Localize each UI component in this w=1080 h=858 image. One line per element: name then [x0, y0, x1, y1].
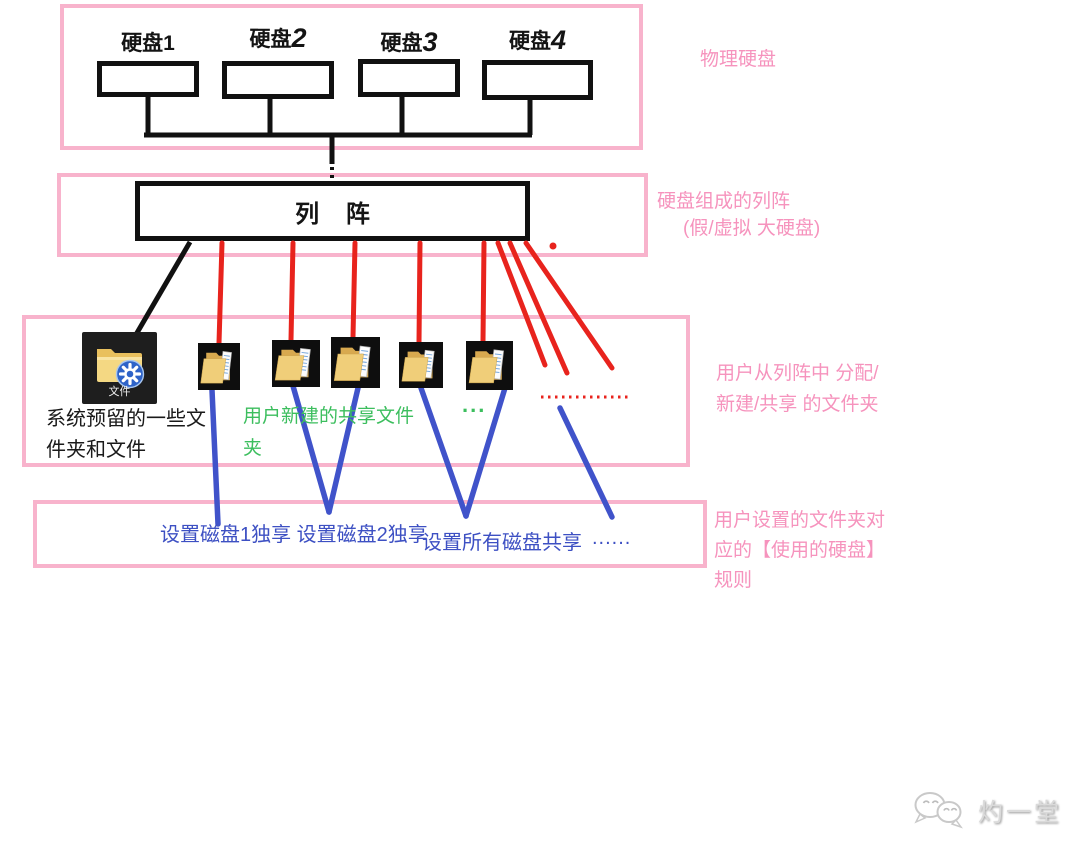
watermark-brand-text: 灼一堂: [978, 799, 1063, 827]
rules-section-box: [33, 500, 707, 568]
caption-rules-line2: 应的【使用的硬盘】: [714, 540, 886, 561]
system-folders-text-line1: 系统预留的一些文: [46, 408, 206, 430]
disk-label-num: 3: [422, 27, 438, 57]
array-box: 列 阵: [135, 181, 530, 241]
caption-folders-line1: 用户从列阵中 分配/: [716, 363, 879, 384]
disk-rect-3: [358, 59, 460, 97]
folder-front: [333, 353, 364, 381]
disk-rect-1: [97, 61, 199, 97]
caption-array-sub: (假/虚拟 大硬盘): [683, 218, 821, 239]
bubble-eyes: [922, 800, 958, 811]
folder-gear-icon: [82, 332, 157, 404]
disk-label-text: 硬盘: [380, 32, 423, 55]
system-folders-text-line2: 件夹和文件: [46, 439, 146, 461]
shared-folder-icon: [331, 337, 380, 388]
disk-label-text: 硬盘: [121, 32, 164, 55]
shared-folder-tile-1: [198, 343, 240, 390]
shared-folders-text: 用户新建的共享文件 夹: [243, 401, 414, 465]
caption-array: 硬盘组成的列阵: [657, 191, 791, 212]
folder-tab: [97, 349, 142, 358]
array-box-label: 列 阵: [295, 200, 380, 228]
folder-front: [200, 358, 227, 384]
caption-rules: 用户设置的文件夹对 应的【使用的硬盘】 规则: [714, 506, 885, 596]
disk-label-1: 硬盘1: [97, 27, 199, 57]
folder-front: [274, 355, 305, 381]
wechat-bubbles-icon: [914, 792, 963, 829]
shared-folder-tile-5: [466, 341, 513, 390]
shared-folder-tile-3: [331, 337, 380, 388]
physical-disks-box: [60, 4, 643, 150]
system-files-icon-label: 文件: [108, 386, 131, 398]
caption-folders: 用户从列阵中 分配/ 新建/共享 的文件夹: [716, 358, 879, 420]
disk-label-text: 硬盘: [249, 28, 292, 51]
folder-body-highlight: [97, 357, 142, 360]
disk-rect-4: [482, 60, 593, 100]
disk-rect-2: [222, 61, 334, 99]
shared-folder-tile-4: [399, 342, 443, 388]
caption-rules-line3: 规则: [714, 570, 753, 591]
folder-front: [401, 357, 429, 382]
rule-label-disk1-disk2-exclusive: 设置磁盘1独享 设置磁盘2独享: [160, 524, 428, 546]
system-folders-text: 系统预留的一些文 件夹和文件: [46, 404, 206, 466]
caption-physical-disks: 物理硬盘: [700, 49, 777, 70]
more-folders-ellipsis: ...: [462, 392, 487, 417]
caption-rules-line1: 用户设置的文件夹对: [714, 510, 886, 531]
shared-folder-icon: [272, 340, 320, 387]
disk-label-text: 硬盘: [508, 30, 551, 53]
disk-label-4: 硬盘4: [482, 24, 593, 55]
shared-folder-tile-2: [272, 340, 320, 387]
disk-label-3: 硬盘3: [358, 26, 460, 57]
gear-icon: [118, 362, 142, 386]
shared-folders-text-line1: 用户新建的共享文件: [243, 406, 415, 427]
system-files-tile: 文件: [82, 332, 157, 404]
shared-folders-text-line2: 夹: [243, 438, 263, 459]
folder-front: [468, 357, 498, 384]
rule-label-ellipsis: ......: [592, 527, 632, 549]
disk-label-num: 2: [291, 23, 307, 53]
shared-folder-icon: [399, 342, 443, 388]
shared-folder-icon: [466, 341, 513, 390]
disk-label-num: 1: [163, 32, 175, 55]
disk-label-2: 硬盘2: [222, 22, 334, 53]
rule-label-all-disks-shared: 设置所有磁盘共享: [422, 532, 582, 554]
watermark: 灼一堂: [908, 789, 1062, 833]
shared-folder-icon: [198, 343, 240, 390]
disk-label-num: 4: [550, 25, 567, 55]
caption-folders-line2: 新建/共享 的文件夹: [716, 394, 879, 415]
